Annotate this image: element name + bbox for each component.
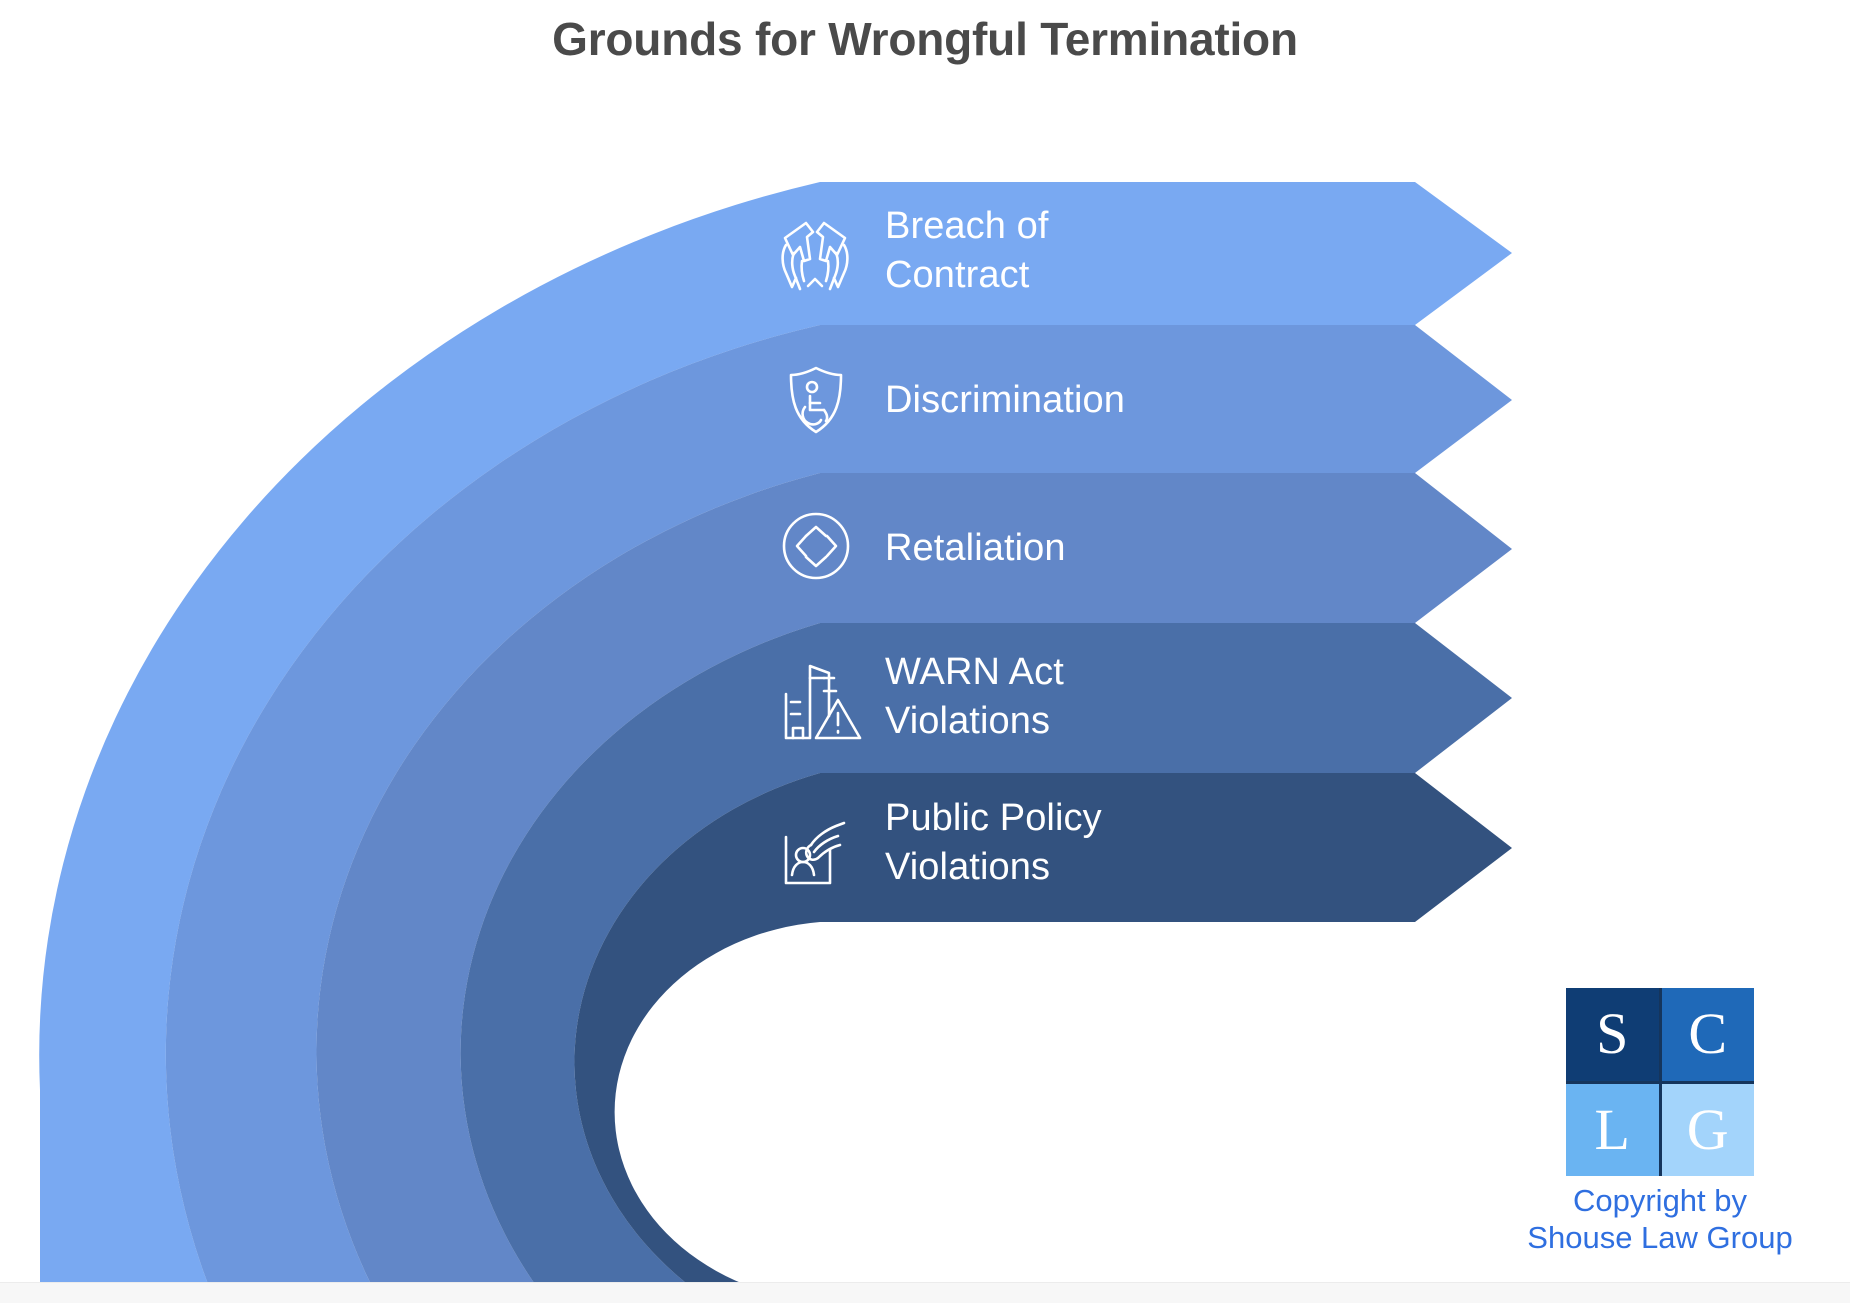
logo-cell-l: L	[1566, 1083, 1659, 1176]
band-label-warn-act-violations: WARN Act Violations	[885, 651, 1064, 742]
band-label-breach-of-contract: Breach of Contract	[885, 205, 1049, 296]
band-label-public-policy-violations: Public Policy Violations	[885, 797, 1102, 888]
band-arc-4	[460, 623, 1512, 1302]
factory-warning-icon	[784, 664, 862, 740]
logo-cell-s: S	[1566, 988, 1659, 1081]
torn-contract-icon	[781, 221, 849, 291]
band-discrimination[interactable]	[165, 325, 1512, 1302]
band-arc-1	[39, 182, 1512, 1302]
shouse-law-group-logo[interactable]: S C L G Copyright by Shouse Law Group	[1527, 988, 1793, 1256]
band-arc-3	[316, 473, 1512, 1302]
copyright-notice: Copyright by Shouse Law Group	[1527, 1183, 1793, 1256]
four-way-arrows-icon	[782, 512, 850, 580]
logo-cell-c: C	[1661, 988, 1754, 1081]
bottom-strip	[0, 1282, 1850, 1303]
band-label-retaliation: Retaliation	[885, 527, 1066, 569]
band-warn-act-violations[interactable]	[460, 623, 1512, 1302]
band-breach-of-contract[interactable]	[39, 182, 1512, 1302]
logo-cell-g: G	[1661, 1083, 1754, 1176]
page-title: Grounds for Wrongful Termination	[552, 13, 1298, 65]
disability-shield-icon	[789, 366, 843, 434]
band-retaliation[interactable]	[316, 473, 1512, 1302]
band-public-policy-violations[interactable]	[574, 773, 1512, 1302]
band-arc-2	[165, 325, 1512, 1302]
badge-hand-icon	[784, 821, 846, 885]
band-arc-5	[574, 773, 1512, 1302]
band-label-discrimination: Discrimination	[885, 379, 1126, 421]
logo-grid: S C L G	[1566, 988, 1754, 1176]
